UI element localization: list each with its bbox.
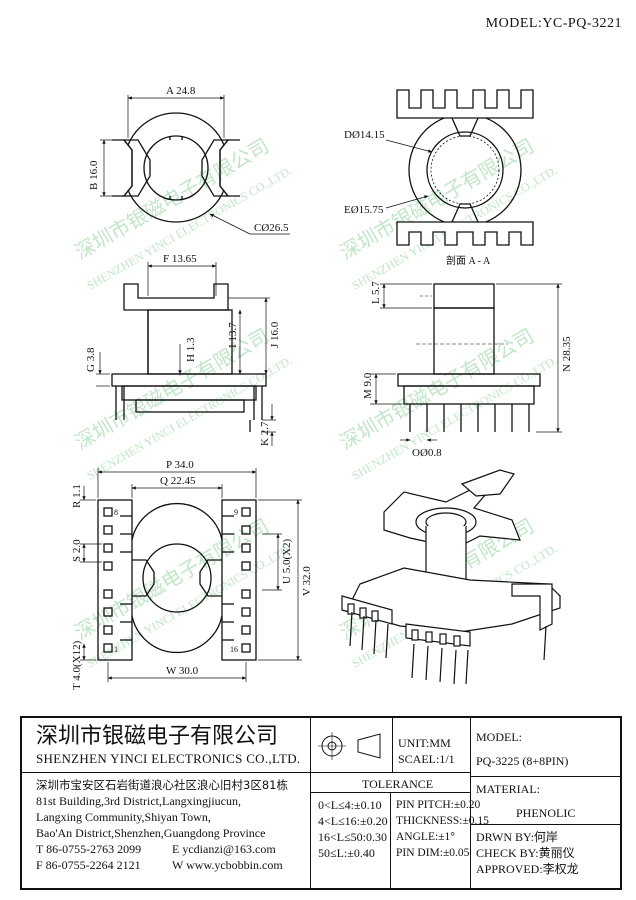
drawn-by: DRWN BY:何岸	[476, 830, 558, 844]
section-view	[385, 89, 534, 246]
address-cn: 深圳市宝安区石岩街道浪心社区浪心旧村3区81栋	[36, 778, 288, 792]
dim-e: EØ15.75	[344, 204, 384, 216]
top-view	[100, 95, 290, 235]
tolerance-row-3: 16<L≤50:0.30	[318, 830, 388, 844]
title-block: 深圳市银磁电子有限公司 SHENZHEN YINCI ELECTRONICS C…	[20, 716, 622, 890]
address-en-line-2: Langxing Community,Shiyan Town,	[36, 810, 211, 824]
dim-i: I 13.7	[227, 322, 239, 348]
dim-r: R 1.1	[71, 484, 83, 508]
pin-spec-2: THICKNESS:±0.15	[396, 815, 489, 827]
dim-g: G 3.8	[85, 347, 97, 372]
contact-email: E ycdianzi@163.com	[172, 842, 276, 856]
dim-a: A 24.8	[166, 85, 196, 97]
material-value: PHENOLIC	[516, 806, 576, 820]
dim-f: F 13.65	[163, 253, 197, 265]
model-label: MODEL:	[476, 730, 522, 744]
dim-v: V 32.0	[301, 566, 313, 596]
pin-spec-4: PIN DIM:±0.05	[396, 847, 470, 859]
material-label: MATERIAL:	[476, 782, 540, 796]
tolerance-label: TOLERANCE	[362, 777, 434, 791]
model-title: MODEL:YC-PQ-3221	[485, 16, 622, 31]
tolerance-row-4: 50≤L:±0.40	[318, 846, 375, 860]
dim-j: J 16.0	[269, 321, 281, 348]
unit-label: UNIT:MM	[398, 736, 451, 750]
dim-b: B 16.0	[88, 160, 100, 190]
dim-u: U 5.0(X2)	[281, 538, 293, 584]
tolerance-row-2: 4<L≤16:±0.20	[318, 814, 388, 828]
contact-tel: T 86-0755-2763 2099	[36, 842, 142, 856]
dim-p: P 34.0	[166, 459, 194, 471]
front-view	[96, 262, 276, 446]
scale-label: SCAEL:1/1	[398, 752, 455, 766]
dim-t: T 4.0(X12)	[71, 640, 83, 690]
side-view	[370, 283, 562, 442]
pin-spec-1: PIN PITCH:±0.20	[396, 799, 481, 811]
dim-q: Q 22.45	[160, 475, 196, 487]
bottom-view	[80, 468, 302, 682]
dim-s: S 2.0	[71, 539, 83, 562]
isometric-view	[341, 469, 562, 685]
address-en-line-3: Bao'An District,Shenzhen,Guangdong Provi…	[36, 826, 266, 840]
address-en-line-1: 81st Building,3rd District,Langxingjiucu…	[36, 794, 241, 808]
company-name-cn: 深圳市银磁电子有限公司	[36, 724, 279, 749]
section-label: 剖面 A - A	[446, 254, 491, 267]
pin-label-1: 1	[114, 645, 118, 654]
model-value: PQ-3225 (8+8PIN)	[476, 754, 569, 768]
dim-m: M 9.0	[362, 372, 374, 399]
dim-k: K 2.7	[259, 421, 271, 446]
check-by: CHECK BY:黄丽仪	[476, 846, 575, 860]
approved-by: APPROVED:李权龙	[476, 862, 579, 876]
pin-label-8: 8	[114, 508, 118, 517]
dim-h: H 1.3	[185, 337, 197, 362]
dim-w: W 30.0	[166, 665, 199, 677]
company-name-en: SHENZHEN YINCI ELECTRONICS CO.,LTD.	[36, 751, 301, 766]
contact-web: W www.ycbobbin.com	[172, 858, 283, 872]
dim-n: N 28.35	[561, 336, 573, 372]
dim-c: CØ26.5	[254, 222, 289, 234]
contact-fax: F 86-0755-2264 2121	[36, 858, 141, 872]
pin-spec-3: ANGLE:±1°	[396, 831, 455, 843]
dim-o: OØ0.8	[412, 447, 442, 459]
dim-l: L 5.7	[370, 281, 382, 304]
technical-drawing: 深圳市银磁电子有限公司 SHENZHEN YINCI ELECTRONICS C…	[71, 85, 574, 690]
dim-d: DØ14.15	[344, 129, 385, 141]
pin-label-16: 16	[230, 645, 238, 654]
projection-symbol	[314, 726, 388, 766]
tolerance-row-1: 0<L≤4:±0.10	[318, 798, 382, 812]
pin-label-9: 9	[234, 508, 238, 517]
